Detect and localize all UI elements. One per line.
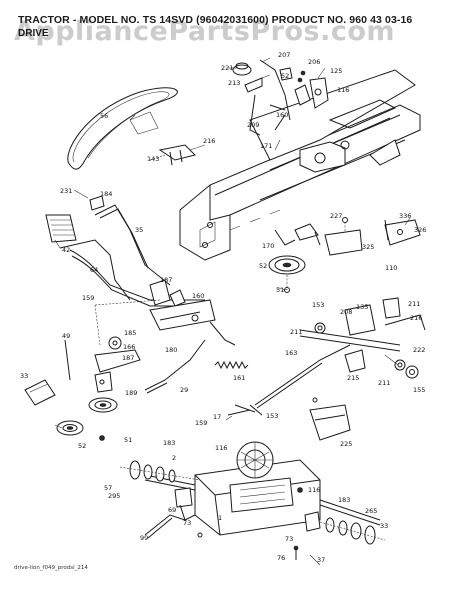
tractor-frame [179, 69, 421, 261]
page-subtitle: DRIVE [18, 28, 49, 39]
part-label: 213 [228, 79, 240, 87]
part-label: 221 [221, 64, 233, 72]
part-label: 185 [124, 329, 136, 337]
part-label: 215 [347, 374, 359, 382]
part-label: 29 [180, 386, 188, 394]
part-label: 222 [413, 346, 425, 354]
rod-29 [144, 339, 206, 394]
part-label: 325 [362, 243, 374, 251]
part-label: 51 [124, 436, 132, 444]
pedal-linkage [232, 59, 329, 136]
part-label: 227 [330, 212, 342, 220]
idler-arm [64, 336, 141, 393]
part-label: 52 [78, 442, 86, 450]
part-label: 161 [233, 374, 245, 382]
part-labels: 221 207 52 206 125 213 116 56 209 160 21… [20, 51, 426, 564]
part-label: 295 [108, 492, 120, 500]
part-label: 159 [82, 294, 94, 302]
part-label: 73 [285, 535, 293, 543]
shift-linkage-99 [144, 504, 203, 539]
part-label: 1 [218, 514, 222, 522]
part-label: 166 [123, 343, 135, 351]
part-label: 37 [317, 556, 325, 564]
bracket-325 [314, 217, 421, 256]
spring [214, 360, 249, 370]
part-label: 17 [213, 413, 221, 421]
part-label: 51 [276, 286, 284, 294]
part-label: 216 [203, 137, 215, 145]
deck-pulley [268, 223, 319, 293]
part-label: 153 [312, 301, 324, 309]
part-label: 2 [172, 454, 176, 462]
part-label: 326 [414, 226, 426, 234]
part-label: 211 [290, 328, 302, 336]
transaxle-assembly [144, 441, 381, 536]
part-label: 160 [192, 292, 204, 300]
part-label: 42 [62, 246, 70, 254]
part-label: 57 [104, 484, 112, 492]
part-label: 35 [135, 226, 143, 234]
bracket-225 [309, 397, 351, 441]
part-label: 208 [340, 308, 352, 316]
part-label: 206 [308, 58, 320, 66]
part-label: 187 [160, 276, 172, 284]
pivot-bracket [94, 299, 236, 346]
part-label: 76 [277, 554, 285, 562]
part-label: 116 [337, 86, 349, 94]
part-label: 207 [278, 51, 290, 59]
part-label: 116 [215, 444, 227, 452]
shift-lever [45, 195, 171, 301]
part-label: 110 [385, 264, 397, 272]
diagram-footer-code: drive-lion_f049_prodsl_214 [14, 565, 88, 571]
part-label: 153 [266, 412, 278, 420]
axle-hardware-right [293, 487, 386, 560]
part-label: 231 [60, 187, 72, 195]
part-label: 69 [168, 506, 176, 514]
part-label: 125 [330, 67, 342, 75]
part-label: 99 [140, 534, 148, 542]
part-label: 183 [338, 496, 350, 504]
part-label: 216 [410, 314, 422, 322]
part-label: 184 [100, 190, 112, 198]
part-label: 183 [163, 439, 175, 447]
bracket-143 [149, 144, 196, 166]
brake-rod [234, 344, 351, 413]
part-label: 163 [285, 349, 297, 357]
part-label: 189 [125, 389, 137, 397]
part-label: 73 [183, 519, 191, 527]
page-title: TRACTOR - MODEL NO. TS 14SVD (9604203160… [18, 14, 413, 26]
part-label: 159 [195, 419, 207, 427]
part-label: 171 [260, 142, 272, 150]
part-label: 336 [399, 212, 411, 220]
part-label: 49 [62, 332, 70, 340]
part-label: 52 [259, 262, 267, 270]
axle-hardware-left [119, 460, 201, 483]
part-label: 52 [281, 72, 289, 80]
part-label: 211 [378, 379, 390, 387]
part-label: 160 [276, 111, 288, 119]
drive-belt [67, 87, 178, 170]
brake-assembly [299, 297, 426, 379]
part-label: 170 [262, 242, 274, 250]
part-label: 135 [356, 303, 368, 311]
part-label: 180 [165, 346, 177, 354]
part-label: 209 [247, 121, 259, 129]
part-label: 64 [90, 266, 98, 274]
part-label: 116 [308, 486, 320, 494]
leader-lines [54, 57, 411, 566]
part-label: 225 [340, 440, 352, 448]
part-label: 187 [122, 354, 134, 362]
part-label: 155 [413, 386, 425, 394]
part-label: 143 [147, 155, 159, 163]
part-label: 33 [380, 522, 388, 530]
part-label: 33 [20, 372, 28, 380]
control-shaft [69, 249, 205, 307]
part-label: 211 [408, 300, 420, 308]
part-label: 265 [365, 507, 377, 515]
idler-pulley [24, 379, 118, 441]
part-label: 56 [100, 112, 108, 120]
rod-17 [227, 404, 263, 416]
